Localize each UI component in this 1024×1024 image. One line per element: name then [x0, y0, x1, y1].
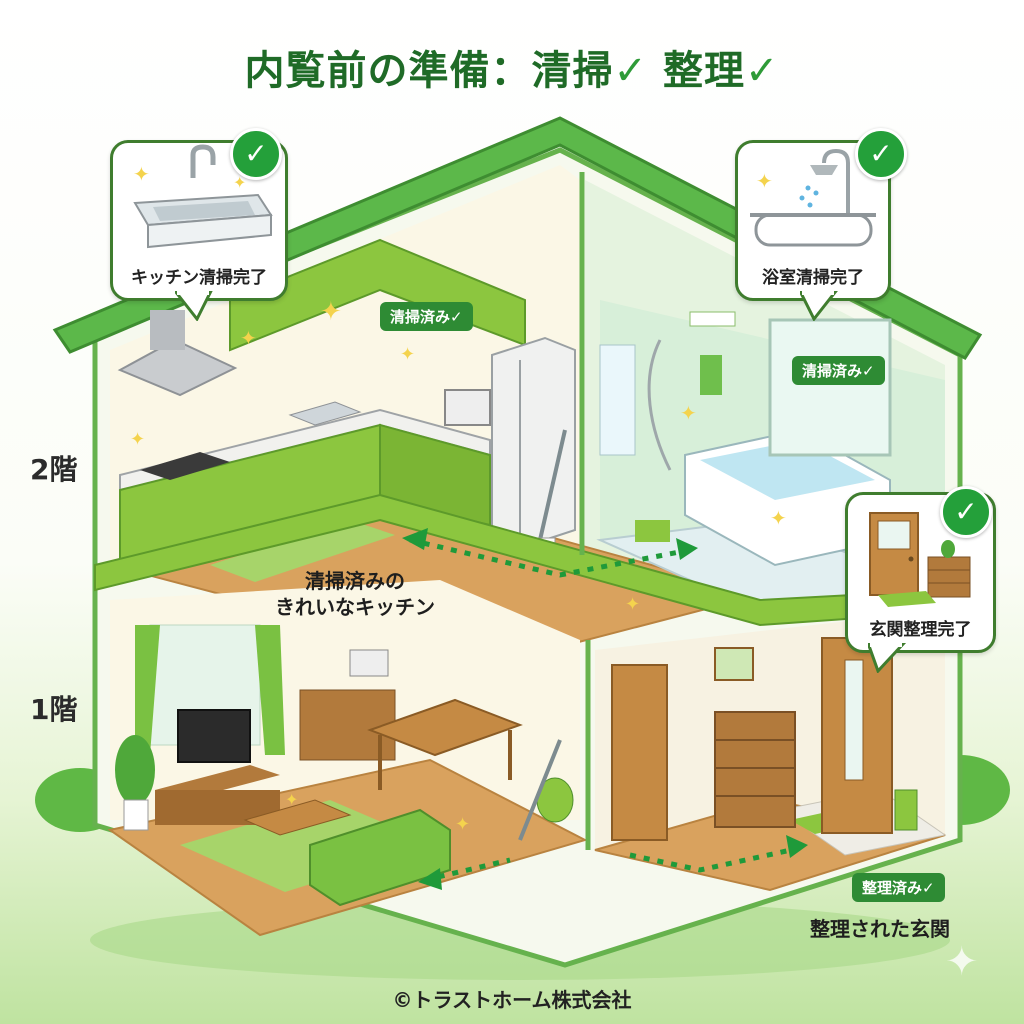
- svg-text:✦: ✦: [756, 169, 773, 193]
- kitchen-arrow-head-right: [676, 538, 698, 560]
- bath-callout-label: 浴室清掃完了: [762, 268, 864, 288]
- svg-text:✦: ✦: [233, 173, 246, 192]
- entrance-check-icon: ✓: [940, 486, 992, 538]
- range-hood-duct: [150, 310, 185, 350]
- kitchen-sink-icon: ✦ ✦: [133, 144, 273, 249]
- title-text: 内覧前の準備：清掃: [244, 48, 614, 94]
- towel-green: [700, 355, 722, 395]
- title-middle: 整理: [648, 48, 745, 94]
- living-arrow-head: [418, 868, 442, 890]
- entrance-door-icon: [869, 512, 971, 607]
- sofa: [309, 808, 451, 907]
- dining-table: [367, 698, 523, 757]
- bath-check-icon: ✓: [855, 128, 907, 180]
- sparkle-icon: ✦: [455, 814, 470, 835]
- kitchen-caption-line1: 清掃済みの: [305, 569, 405, 593]
- entrance-caption: 整理された玄関: [810, 917, 950, 941]
- wall-picture: [714, 647, 754, 681]
- roof: [52, 116, 983, 360]
- tv-screen: [177, 709, 251, 763]
- kitchen-callout-label: キッチン清掃完了: [131, 268, 267, 288]
- sideboard-microwave: [349, 649, 389, 677]
- sparkle-icon: ✦: [285, 790, 298, 809]
- front-door-glass: [844, 659, 864, 781]
- kitchen-arrow-head: [402, 528, 428, 550]
- kitchen-rug: [210, 520, 395, 582]
- sparkle-icon: ✦: [945, 939, 979, 985]
- sparkle-icon: ✦: [240, 326, 257, 350]
- microwave: [444, 389, 491, 426]
- kitchen-caption-line2: きれいなキッチン: [275, 595, 435, 619]
- curtain-left: [135, 625, 160, 755]
- kitchen-mop-handle: [538, 429, 567, 541]
- sparkle-icon: ✦: [770, 506, 787, 530]
- kitchen-path-arrow: [409, 537, 691, 578]
- page-title: 内覧前の準備：清掃✓ 整理✓: [0, 38, 1024, 96]
- bathtub-water: [700, 440, 875, 500]
- interior-door: [611, 664, 668, 841]
- floor-label-2f: 2階: [30, 453, 78, 486]
- plant-left: [115, 735, 155, 805]
- floor-label-1f: 1階: [30, 693, 78, 726]
- entrance-status-badge: 整理済み✓: [852, 873, 945, 902]
- bath-stool: [635, 520, 670, 542]
- towel-stack: [689, 311, 736, 327]
- stove-top: [140, 452, 230, 480]
- kitchen-caption: 清掃済みの きれいなキッチン: [255, 568, 455, 620]
- sparkle-icon: ✦: [625, 594, 640, 615]
- bath-status-badge: 清掃済み✓: [792, 356, 885, 385]
- entrance-callout: 玄関整理完了: [845, 492, 996, 653]
- entrance-callout-label: 玄関整理完了: [869, 620, 972, 640]
- sparkle-icon: ✦: [680, 401, 697, 425]
- entrance-callout-pointer: [868, 643, 907, 673]
- svg-text:✦: ✦: [133, 162, 150, 186]
- title-check-icon-2: ✓: [744, 48, 780, 94]
- kitchen-sink-basin: [288, 401, 362, 426]
- coffee-table: [243, 799, 352, 836]
- shoe-rack: [714, 711, 796, 828]
- entrance-arrow-head: [786, 835, 808, 858]
- plant-pot-left: [123, 799, 149, 831]
- sparkle-icon: ✦: [400, 344, 415, 365]
- kitchen-status-badge: 清掃済み✓: [380, 302, 473, 331]
- bath-callout-pointer: [800, 291, 838, 321]
- shower-hose: [647, 339, 672, 471]
- entrance-path-arrow: [629, 845, 801, 873]
- bathroom-window: [768, 318, 892, 457]
- title-check-icon: ✓: [613, 48, 649, 94]
- living-mop-handle: [518, 739, 562, 841]
- sparkle-icon: ✦: [320, 297, 342, 327]
- copyright-footer: ©トラストホーム株式会社: [392, 988, 632, 1012]
- living-rug: [180, 800, 435, 892]
- kitchen-check-icon: ✓: [230, 128, 282, 180]
- bathroom-mirror: [599, 344, 636, 456]
- curtain-right: [255, 625, 285, 755]
- umbrella-stand: [894, 789, 918, 831]
- bathtub-icon: ✦: [750, 148, 876, 247]
- kitchen-callout-pointer: [175, 291, 213, 321]
- sparkle-icon: ✦: [130, 429, 145, 450]
